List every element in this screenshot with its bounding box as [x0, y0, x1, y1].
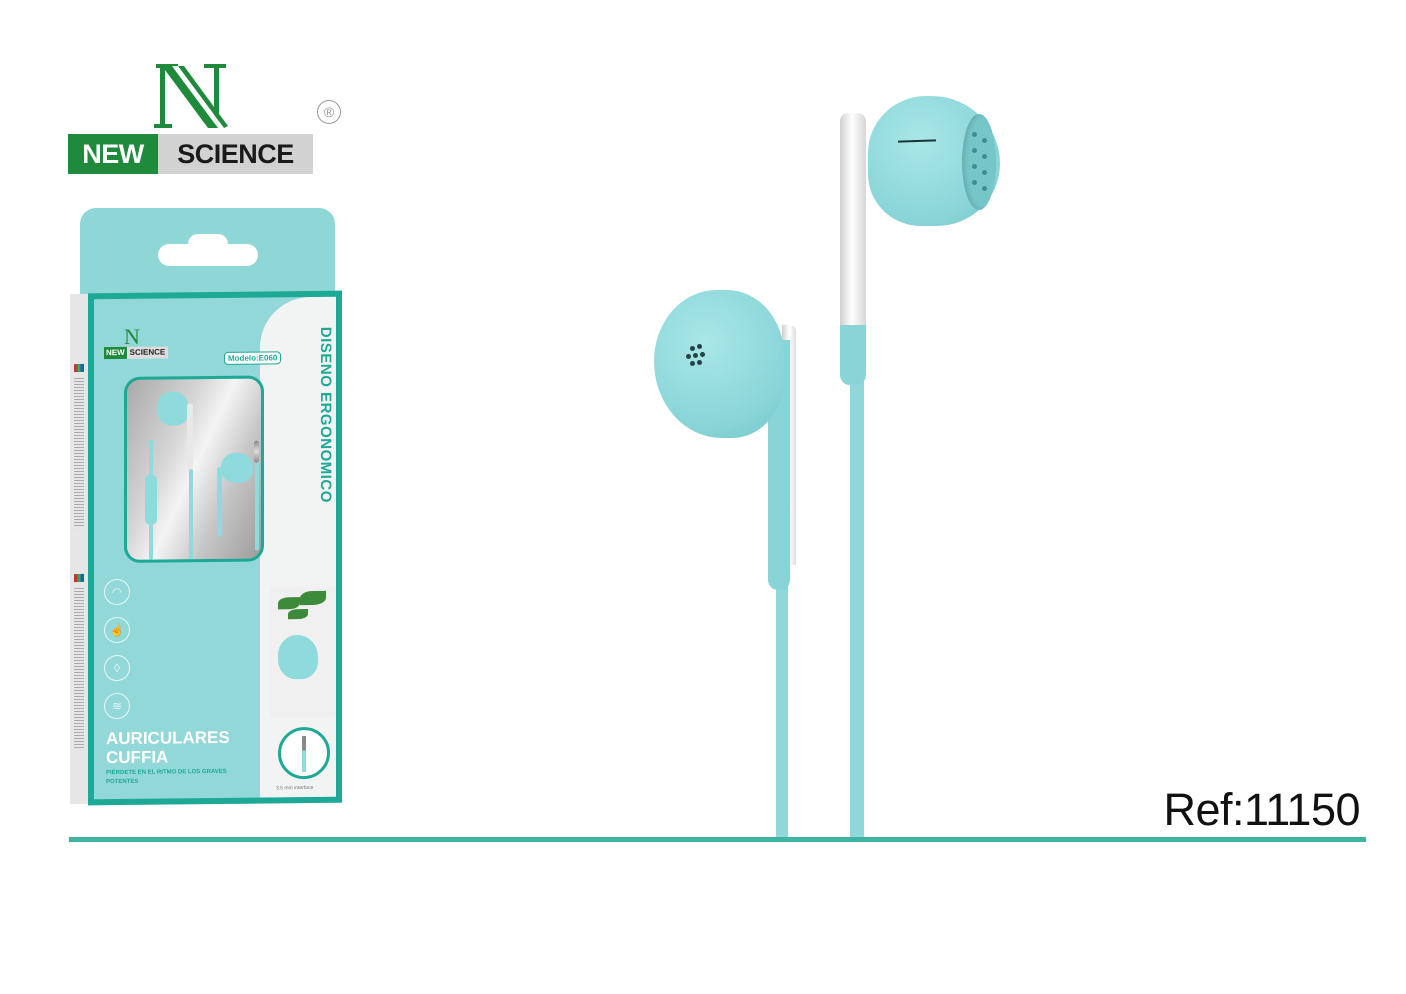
right-earbud-stem	[840, 325, 866, 385]
speaker-mesh	[962, 114, 996, 210]
audio-jack	[254, 440, 259, 463]
inline-remote	[145, 474, 157, 525]
feature-icons: ◠ ☝ ◊ ≋	[104, 578, 130, 731]
left-earbud	[654, 290, 784, 438]
package-title-line1: AURICULARES	[106, 727, 230, 749]
sound-wave-icon: ≋	[104, 692, 130, 720]
earbud-image	[157, 391, 189, 426]
n-monogram-icon: N	[124, 323, 140, 349]
cable	[189, 469, 193, 560]
right-earbud	[868, 96, 1000, 226]
earbud-stem	[217, 466, 222, 537]
brand-word-new: NEW	[68, 134, 158, 174]
earbud-stem	[187, 403, 193, 474]
earbud-image	[278, 634, 318, 680]
reference-number: Ref:11150	[1163, 784, 1361, 835]
ear-icon: ◠	[104, 578, 130, 606]
hang-hole	[158, 234, 258, 266]
brand-wordmark: NEW SCIENCE	[68, 134, 313, 174]
n-monogram-icon	[154, 64, 228, 128]
vent-slot	[897, 139, 937, 143]
package-subtitle: PIÉRDETE EN EL RITMO DE LOS GRAVES POTEN…	[106, 768, 227, 786]
flag-icon	[74, 573, 84, 583]
leaf	[288, 609, 308, 620]
package-title: AURICULARES CUFFIA	[106, 728, 230, 767]
package-brand-new: NEW	[104, 346, 127, 360]
package-side-panel	[70, 293, 88, 805]
package-title-line2: CUFFIA	[106, 747, 169, 768]
left-cable	[776, 585, 788, 837]
cable	[255, 460, 259, 551]
right-earbud-stem-metal	[840, 113, 866, 328]
product-package: N NEW SCIENCE Modelo:E060 DISENO ERGONOM…	[70, 206, 345, 810]
model-badge: Modelo:E060	[224, 351, 282, 365]
leaf	[300, 590, 326, 606]
package-front: N NEW SCIENCE Modelo:E060 DISENO ERGONOM…	[88, 290, 342, 806]
plant-photo	[270, 586, 336, 718]
brand-word-science: SCIENCE	[158, 134, 313, 174]
vertical-tagline: DISENO ERGONOMICO	[317, 326, 334, 503]
package-brand-logo: N NEW SCIENCE	[104, 323, 169, 360]
earbud-image	[221, 452, 253, 483]
leaf	[278, 597, 300, 610]
divider-line	[69, 837, 1366, 842]
fine-print	[74, 377, 84, 529]
package-product-photo	[124, 375, 264, 563]
right-cable	[850, 380, 864, 837]
jack-label: 3.5 mm interface	[276, 784, 314, 792]
registered-mark: ®	[317, 100, 341, 124]
touch-icon: ☝	[104, 616, 130, 644]
brand-logo: ® NEW SCIENCE	[68, 62, 348, 174]
package-brand-science: SCIENCE	[126, 346, 169, 359]
fine-print	[74, 587, 84, 749]
audio-jack-icon	[278, 726, 330, 780]
flag-icon	[74, 363, 84, 373]
water-drop-icon: ◊	[104, 654, 130, 682]
